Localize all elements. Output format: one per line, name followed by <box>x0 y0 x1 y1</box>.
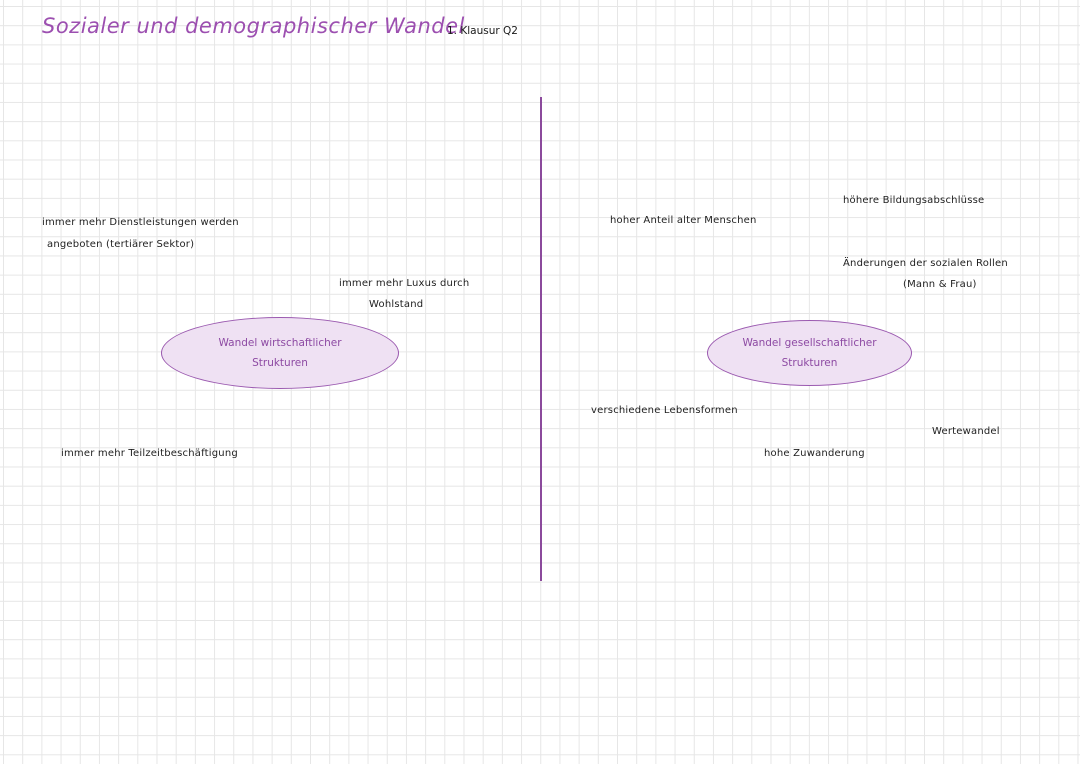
social-structures-line2: Strukturen <box>781 357 838 369</box>
note-immigration: hohe Zuwanderung <box>764 448 865 459</box>
economic-structures-line1: Wandel wirtschaftlicher <box>218 337 342 349</box>
social-structures-line1: Wandel gesellschaftlicher <box>742 337 877 349</box>
center-divider <box>540 97 542 581</box>
exam-label: 1. Klausur Q2 <box>447 25 518 37</box>
note-services-line2: angeboten (tertiärer Sektor) <box>47 239 195 250</box>
note-values: Wertewandel <box>932 426 1000 437</box>
economic-structures-ellipse: Wandel wirtschaftlicher Strukturen <box>161 317 399 389</box>
note-luxury-line2: Wohlstand <box>369 299 424 310</box>
note-elderly: hoher Anteil alter Menschen <box>610 215 757 226</box>
page-title: Sozialer und demographischer Wandel <box>42 14 465 38</box>
note-education: höhere Bildungsabschlüsse <box>843 195 985 206</box>
note-lifestyles: verschiedene Lebensformen <box>591 405 738 416</box>
economic-structures-line2: Strukturen <box>252 357 308 369</box>
note-roles-line2: (Mann & Frau) <box>903 279 977 290</box>
note-part-time: immer mehr Teilzeitbeschäftigung <box>61 448 238 459</box>
note-services-line1: immer mehr Dienstleistungen werden <box>42 217 239 228</box>
note-luxury-line1: immer mehr Luxus durch <box>339 278 470 289</box>
note-roles-line1: Änderungen der sozialen Rollen <box>843 258 1008 269</box>
social-structures-ellipse: Wandel gesellschaftlicher Strukturen <box>707 320 912 386</box>
